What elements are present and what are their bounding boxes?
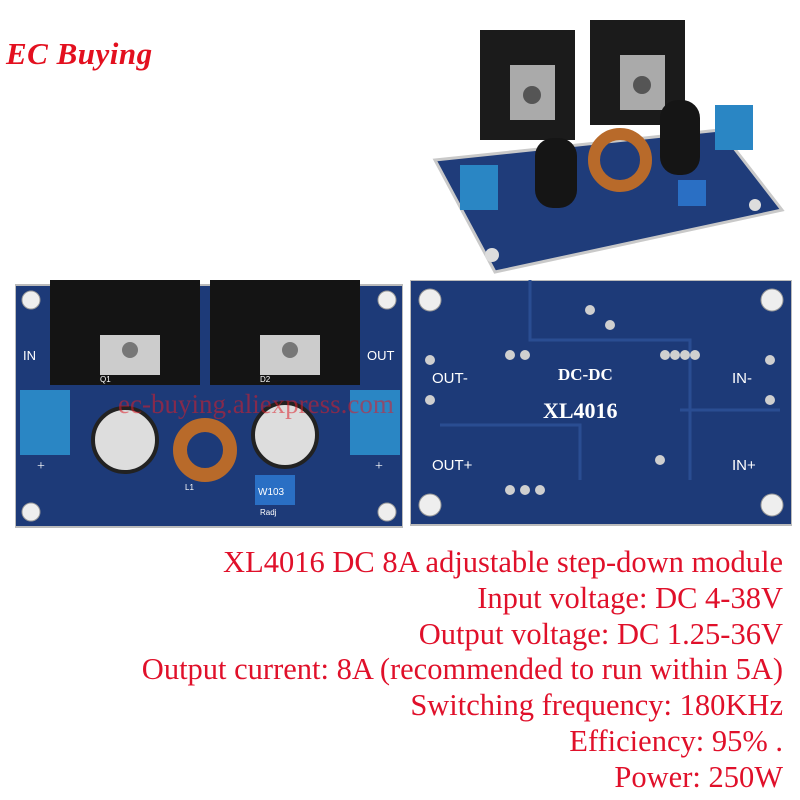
spec-output-current: Output current: 8A (recommended to run w… <box>141 652 783 687</box>
capacitor <box>91 406 159 474</box>
potentiometer <box>678 180 706 206</box>
label-in-plus: IN+ <box>732 457 756 474</box>
mounting-hole <box>21 502 41 522</box>
label-radj: Radj <box>260 508 277 517</box>
label-out-minus: OUT- <box>432 370 468 387</box>
label-pot: W103 <box>258 487 285 498</box>
spec-power: Power: 250W <box>614 759 783 794</box>
module-front-photo: IN OUT Q1 D2 L1 W103 Radj + + <box>15 280 403 528</box>
mounting-hole <box>418 288 442 312</box>
terminal-block <box>350 390 400 455</box>
mounting-hole <box>418 493 442 517</box>
terminal-block <box>460 165 498 210</box>
label-q1: Q1 <box>100 375 111 384</box>
spec-input-voltage: Input voltage: DC 4-38V <box>477 580 783 615</box>
label-out: OUT <box>367 348 395 363</box>
label-out-plus: OUT+ <box>432 457 473 474</box>
spec-switching-frequency: Switching frequency: 180KHz <box>410 688 783 723</box>
pcb-board <box>410 280 792 526</box>
pcb-trace <box>440 408 780 480</box>
label-in: IN <box>23 348 36 363</box>
screw <box>122 342 138 358</box>
spec-output-voltage: Output voltage: DC 1.25-36V <box>418 616 783 651</box>
screw <box>523 86 541 104</box>
capacitor <box>535 138 577 208</box>
label-plus: + <box>375 459 383 474</box>
spec-efficiency: Efficiency: 95% . <box>569 723 783 758</box>
terminal-block <box>715 105 753 150</box>
mounting-hole <box>377 502 397 522</box>
watermark: ec-buying.aliexpress.com <box>118 389 394 419</box>
brand-logo: EC Buying <box>6 36 153 71</box>
capacitor <box>251 401 319 469</box>
mounting-hole <box>21 290 41 310</box>
mounting-hole <box>760 493 784 517</box>
spec-list: XL4016 DC 8A adjustable step-down module… <box>142 545 783 796</box>
mounting-hole <box>749 199 761 211</box>
label-l1: L1 <box>185 483 194 492</box>
screw <box>282 342 298 358</box>
inductor <box>173 418 237 482</box>
label-in-minus: IN- <box>732 370 752 387</box>
terminal-block <box>20 390 70 455</box>
solder-pads <box>425 305 775 495</box>
inductor <box>588 128 652 192</box>
label-d2: D2 <box>260 375 271 384</box>
capacitor <box>660 100 700 175</box>
mounting-hole <box>760 288 784 312</box>
module-perspective-photo <box>432 20 785 274</box>
label-chip: XL4016 <box>543 398 618 423</box>
spec-title: XL4016 DC 8A adjustable step-down module <box>223 545 783 579</box>
mounting-hole <box>485 248 499 262</box>
label-plus: + <box>37 459 45 474</box>
module-back-photo: OUT- OUT+ IN- IN+ DC-DC XL4016 <box>410 280 792 526</box>
potentiometer <box>255 475 295 505</box>
label-dc-dc: DC-DC <box>558 365 613 384</box>
screw <box>633 76 651 94</box>
mounting-hole <box>377 290 397 310</box>
